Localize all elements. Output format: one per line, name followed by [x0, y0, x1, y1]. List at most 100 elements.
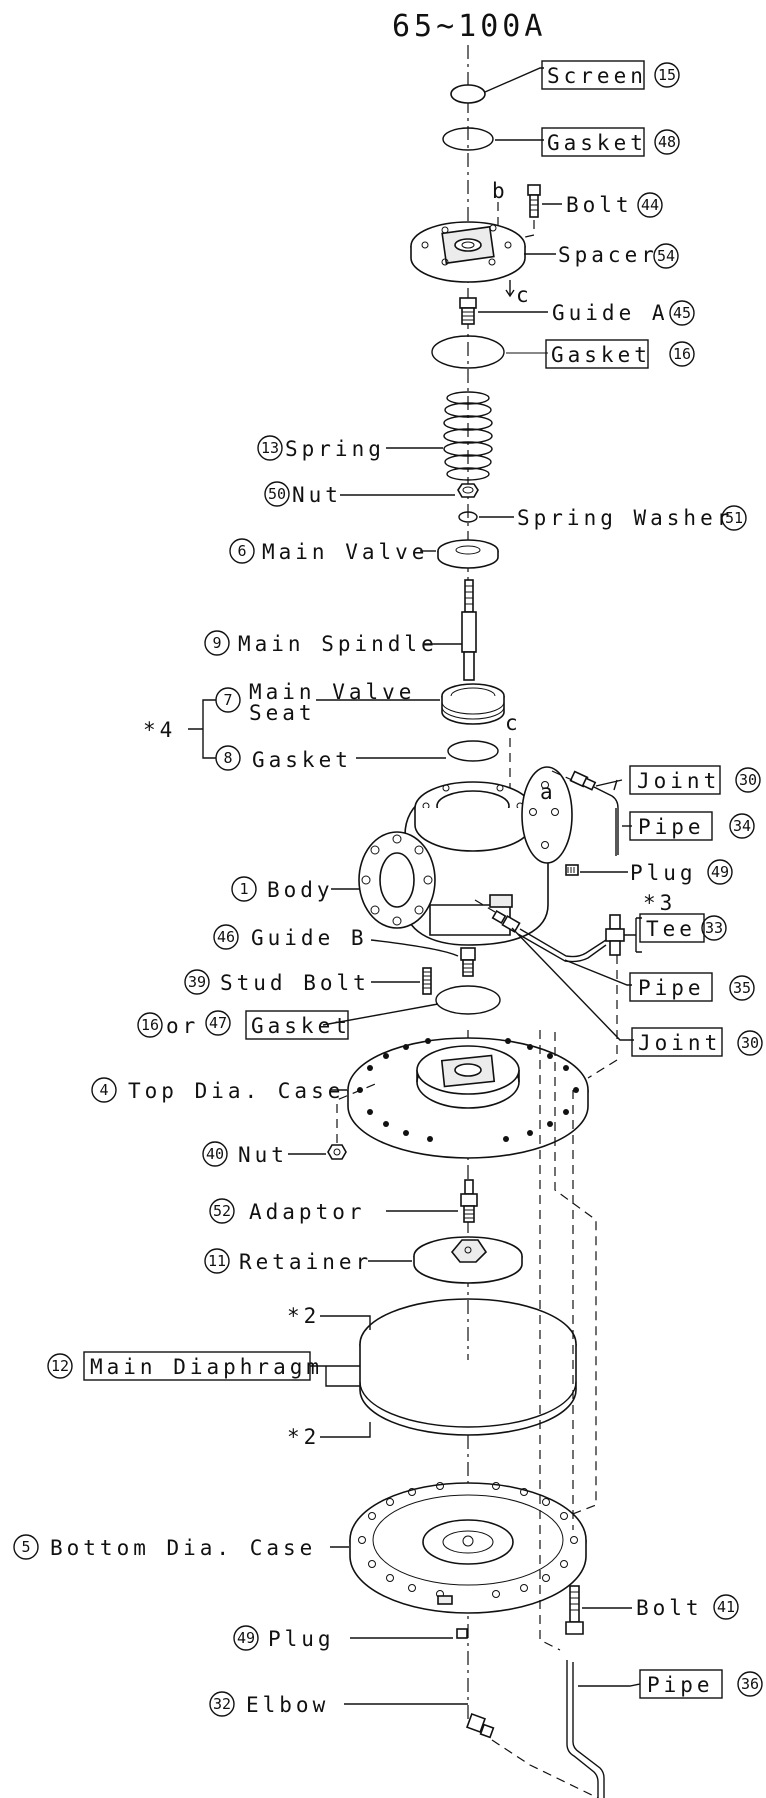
gasket-48-label: Gasket 48 — [541, 127, 680, 157]
main-diaphragm-part — [359, 1298, 577, 1436]
nut-40-part — [327, 1144, 347, 1160]
main-spindle-part — [461, 579, 477, 681]
svg-text:49: 49 — [711, 863, 729, 881]
svg-text:9: 9 — [212, 634, 221, 652]
guide-a-part — [459, 297, 477, 325]
pipe-36-part — [566, 1660, 599, 1798]
svg-text:32: 32 — [213, 1695, 231, 1713]
svg-text:Spring: Spring — [285, 437, 385, 461]
svg-text:Gasket: Gasket — [251, 1014, 351, 1038]
svg-text:Bottom Dia. Case: Bottom Dia. Case — [50, 1536, 316, 1560]
spring-washer-label: Spring Washer 51 — [517, 505, 747, 531]
svg-text:Pipe: Pipe — [647, 1673, 714, 1697]
plug-49-lower-part — [456, 1628, 468, 1639]
svg-text:Main Valve: Main Valve — [249, 680, 415, 704]
spring-washer-part — [458, 511, 478, 523]
tee-label: Tee 33 — [639, 913, 727, 943]
guide-b-label: 46 Guide B — [213, 924, 368, 950]
svg-text:Screen: Screen — [547, 64, 647, 88]
svg-text:50: 50 — [268, 485, 286, 503]
svg-text:30: 30 — [739, 771, 757, 789]
svg-text:Plug: Plug — [630, 861, 697, 885]
svg-text:or: or — [166, 1014, 199, 1038]
joint-30-lower-label: Joint 30 — [631, 1027, 763, 1057]
spring-part — [443, 391, 493, 481]
svg-text:Guide B: Guide B — [251, 926, 368, 950]
joint-30-upper-part — [569, 770, 597, 791]
elbow-label: 32 Elbow — [209, 1691, 329, 1717]
diagram-title: 65~100A — [392, 9, 546, 44]
joint-30-upper-label: Joint 30 — [629, 765, 761, 795]
plug-49-upper-part — [565, 864, 579, 876]
spacer-part — [410, 221, 526, 283]
svg-text:Gasket: Gasket — [547, 131, 647, 155]
bolt-44-part — [527, 184, 541, 218]
svg-text:Nut: Nut — [292, 483, 342, 507]
letter-a: a — [540, 780, 557, 804]
svg-text:54: 54 — [657, 247, 675, 265]
svg-text:8: 8 — [223, 749, 232, 767]
pipe-35-label: Pipe 35 — [629, 972, 755, 1002]
bolt-41-part — [565, 1585, 584, 1635]
svg-text:Pipe: Pipe — [638, 815, 705, 839]
svg-text:Bolt: Bolt — [636, 1596, 703, 1620]
main-valve-seat-part — [441, 683, 505, 725]
gasket-8-label: 8 Gasket — [215, 745, 352, 772]
svg-text:Plug: Plug — [268, 1627, 335, 1651]
svg-text:Main Spindle: Main Spindle — [238, 632, 438, 656]
main-diaphragm-label: 12 Main Diaphragm — [47, 1351, 323, 1381]
svg-text:Retainer: Retainer — [239, 1250, 372, 1274]
svg-text:Elbow: Elbow — [246, 1693, 329, 1717]
adaptor-label: 52 Adaptor — [209, 1198, 362, 1224]
svg-text:Main Diaphragm: Main Diaphragm — [90, 1355, 323, 1379]
screen-label: Screen 15 — [541, 60, 680, 90]
svg-text:Tee: Tee — [646, 917, 696, 941]
svg-text:51: 51 — [725, 509, 743, 527]
pipe-35-part — [519, 928, 607, 958]
svg-text:36: 36 — [741, 1675, 759, 1693]
group-star4: *4 — [143, 718, 176, 742]
stud-bolt-part — [422, 967, 432, 995]
svg-text:Body: Body — [267, 878, 334, 902]
svg-text:41: 41 — [717, 1598, 735, 1616]
svg-text:11: 11 — [208, 1252, 226, 1270]
svg-text:16: 16 — [673, 345, 691, 363]
svg-text:Main Valve: Main Valve — [262, 540, 428, 564]
svg-text:44: 44 — [641, 196, 659, 214]
svg-text:5: 5 — [21, 1538, 30, 1556]
main-spindle-label: 9 Main Spindle — [204, 630, 438, 656]
screen-part — [450, 84, 486, 104]
svg-text:39: 39 — [188, 973, 206, 991]
guide-b-part — [460, 947, 476, 977]
svg-text:Spring Washer: Spring Washer — [517, 506, 733, 530]
star3-label: *3 — [643, 891, 676, 915]
body-label: 1 Body — [231, 876, 334, 902]
star2-bottom-label: *2 — [287, 1425, 320, 1449]
svg-text:40: 40 — [206, 1145, 224, 1163]
spring-label: 13 Spring — [257, 435, 385, 461]
nut-50-part — [457, 483, 479, 498]
svg-text:Top Dia. Case: Top Dia. Case — [128, 1079, 344, 1103]
bolt-41-label: Bolt 41 — [636, 1594, 739, 1620]
adaptor-part — [460, 1179, 478, 1223]
gasket-16-or-47-label: 16 or 47 Gasket — [137, 1010, 351, 1040]
letter-c-lower: c — [505, 711, 522, 735]
svg-text:Joint: Joint — [638, 1031, 721, 1055]
joint-30-lower-part — [491, 909, 521, 933]
svg-text:49: 49 — [237, 1629, 255, 1647]
svg-text:45: 45 — [673, 304, 691, 322]
bottom-dia-case-part — [349, 1482, 587, 1614]
gasket-48-part — [442, 127, 494, 151]
pipe-36-label: Pipe 36 — [639, 1669, 763, 1699]
gasket-16-part — [431, 335, 505, 369]
top-dia-case-part — [347, 1037, 589, 1159]
nut-50-label: 50 Nut — [264, 481, 342, 507]
top-dia-case-label: 4 Top Dia. Case — [91, 1077, 344, 1103]
svg-text:Stud Bolt: Stud Bolt — [220, 971, 370, 995]
svg-text:Gasket: Gasket — [252, 748, 352, 772]
main-valve-part — [437, 539, 499, 569]
svg-text:46: 46 — [217, 928, 235, 946]
retainer-part — [413, 1236, 523, 1284]
letter-b: b — [492, 179, 509, 203]
svg-text:12: 12 — [51, 1357, 69, 1375]
